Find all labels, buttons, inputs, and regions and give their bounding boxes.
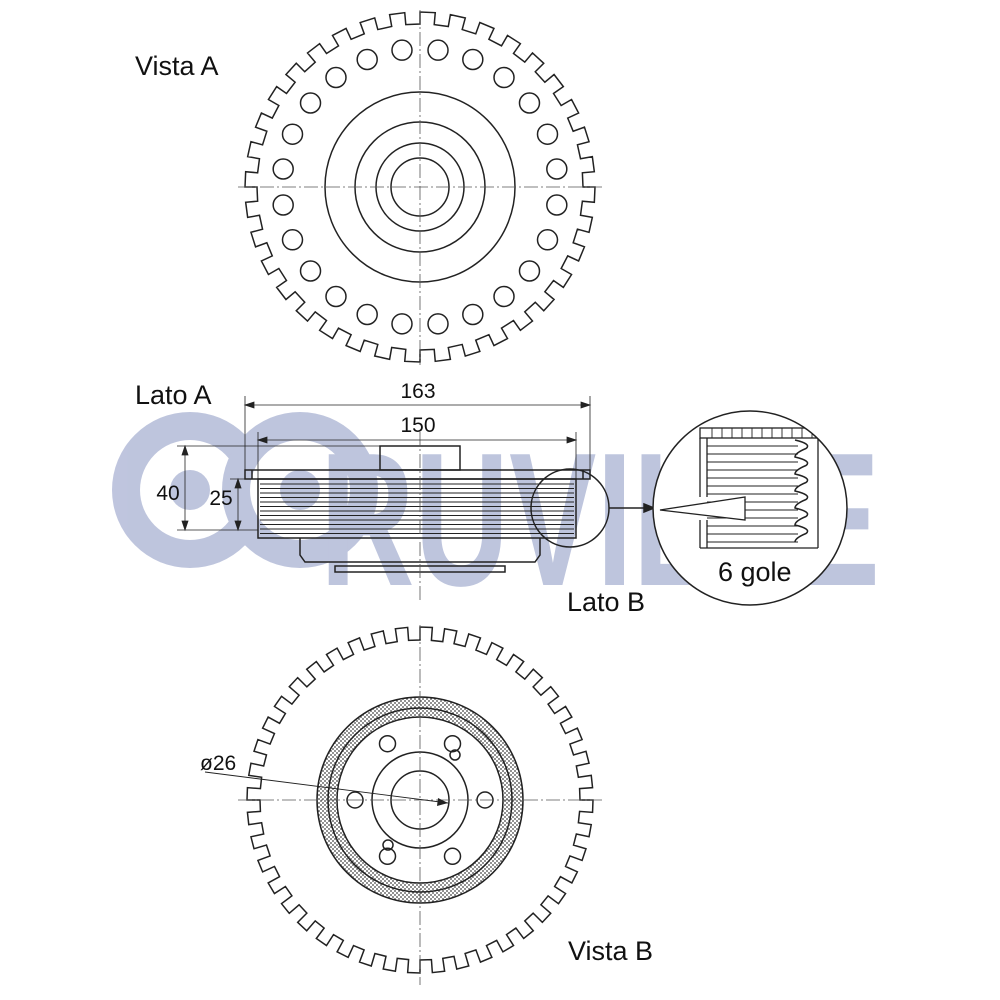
view-b-bolt-hole — [378, 847, 397, 866]
detail-arrow-icon — [643, 502, 657, 514]
detail-groove-lines — [707, 445, 798, 543]
bore-leader-arrow-icon — [437, 798, 448, 806]
side-view-pulley — [257, 478, 577, 539]
view-a-hole — [299, 260, 322, 282]
view-a-hole — [391, 313, 413, 335]
view-b-centerlines — [238, 625, 602, 985]
dim-total-height: 40 — [156, 482, 179, 505]
view-b-label: Vista B — [568, 936, 653, 966]
view-b-bolt-hole — [378, 734, 397, 753]
detail-section-arrow — [659, 496, 746, 521]
dim-pulley-diameter: 150 — [400, 414, 435, 437]
side-a-label: Lato A — [135, 380, 212, 410]
view-a-hole — [281, 123, 304, 145]
groove-count-label: 6 gole — [718, 557, 792, 587]
view-b-bolt-holes — [346, 734, 494, 866]
bore-leader — [204, 771, 449, 804]
view-a-hole — [493, 66, 515, 89]
side-view-damper — [299, 538, 541, 563]
view-a-hole — [325, 285, 347, 308]
detail-groove-profile — [794, 439, 809, 543]
view-a-centerlines — [238, 10, 602, 365]
view-b-bolt-hole — [443, 734, 462, 753]
dim-bore: ø26 — [200, 752, 236, 775]
view-a-hole — [356, 303, 378, 326]
view-b-small-hole — [382, 839, 394, 851]
view-a-hole — [546, 158, 568, 180]
view-a-hole — [272, 194, 294, 216]
view-a-hole — [272, 158, 294, 180]
view-a-hole — [427, 313, 449, 335]
dimension-lines — [177, 396, 592, 532]
view-a-label: Vista A — [135, 51, 219, 81]
side-view-grooves — [260, 483, 574, 534]
view-a-hole — [536, 123, 559, 145]
view-a-hole — [546, 194, 568, 216]
view-a-hole — [325, 66, 347, 89]
view-b-small-hole — [449, 749, 461, 761]
view-a-hole — [427, 39, 449, 61]
view-b-bolt-hole — [443, 847, 462, 866]
view-a-hole — [356, 48, 378, 71]
dim-overall-diameter: 163 — [400, 380, 435, 403]
view-b-bolt-hole — [346, 791, 364, 809]
view-a-hole — [299, 92, 322, 114]
view-a-hole — [518, 92, 541, 114]
groove-detail: 6 gole — [652, 410, 848, 606]
view-a-hole — [391, 39, 413, 61]
view-a-hole — [518, 260, 541, 282]
view-a-hole — [493, 285, 515, 308]
view-a-holes — [272, 39, 568, 335]
view-a-hole — [536, 229, 559, 251]
side-b-label: Lato B — [567, 587, 645, 617]
view-a-hole — [462, 48, 484, 71]
dim-pulley-height: 25 — [209, 487, 232, 510]
view-a-hole — [281, 229, 304, 251]
view-a-hole — [462, 303, 484, 326]
